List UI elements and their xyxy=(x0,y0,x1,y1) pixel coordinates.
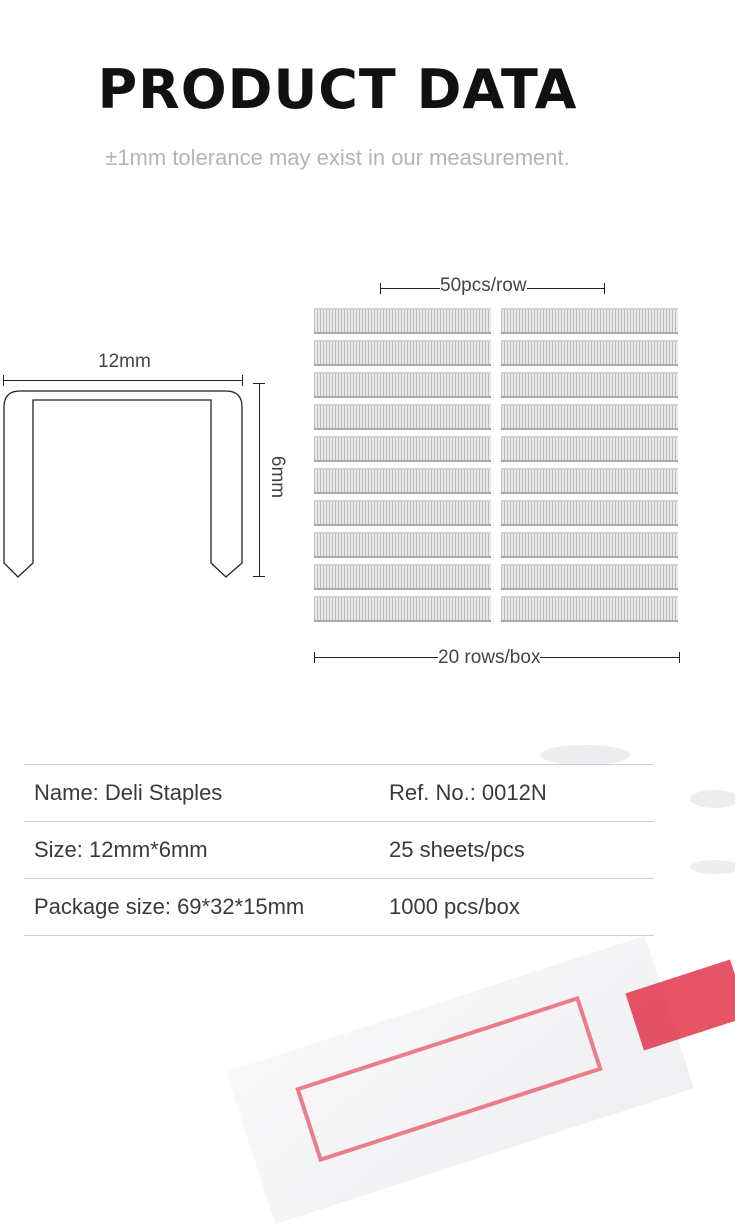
staple-strip xyxy=(314,404,491,430)
per-row-label: 50pcs/row xyxy=(440,275,527,297)
background-smudge xyxy=(540,745,630,765)
spec-row: Size: 12mm*6mm 25 sheets/pcs xyxy=(24,821,654,878)
staple-strip xyxy=(501,404,678,430)
staple-strip xyxy=(314,468,491,494)
staple-strip xyxy=(501,436,678,462)
spec-pcs-per-box: 1000 pcs/box xyxy=(389,894,520,919)
staple-strip xyxy=(501,500,678,526)
spec-size: Size: 12mm*6mm xyxy=(34,837,208,862)
per-row-tick-right xyxy=(604,283,605,294)
staple-strip xyxy=(501,596,678,622)
staple-strip xyxy=(314,500,491,526)
staple-strip xyxy=(314,340,491,366)
spec-row: Name: Deli Staples Ref. No.: 0012N xyxy=(24,764,654,821)
spec-sheets: 25 sheets/pcs xyxy=(389,837,525,862)
staple-strip xyxy=(501,564,678,590)
spec-package-size: Package size: 69*32*15mm xyxy=(34,894,305,919)
background-smudge xyxy=(690,790,735,808)
staple-strip xyxy=(501,340,678,366)
spec-ref-no: Ref. No.: 0012N xyxy=(389,780,547,805)
width-tick-left xyxy=(3,375,4,386)
height-tick-bottom xyxy=(253,576,265,577)
staple-outline-icon xyxy=(3,390,243,578)
staple-strip xyxy=(501,532,678,558)
width-label: 12mm xyxy=(98,351,151,373)
staple-strip-grid xyxy=(314,308,678,622)
spec-name: Name: Deli Staples xyxy=(34,780,223,805)
width-tick-right xyxy=(242,375,243,386)
staple-strip xyxy=(314,564,491,590)
staple-strip xyxy=(501,308,678,334)
per-row-tick-left xyxy=(380,283,381,294)
width-dimension-line xyxy=(3,380,242,381)
staple-strip xyxy=(501,468,678,494)
staple-strip xyxy=(501,372,678,398)
page-title: PRODUCT DATA xyxy=(97,58,578,121)
spec-table: Name: Deli Staples Ref. No.: 0012N Size:… xyxy=(24,764,654,936)
height-dimension-line xyxy=(259,383,260,576)
height-tick-top xyxy=(253,383,265,384)
background-smudge xyxy=(690,860,735,874)
spec-row: Package size: 69*32*15mm 1000 pcs/box xyxy=(24,878,654,936)
staple-strip xyxy=(314,532,491,558)
staple-strip xyxy=(314,436,491,462)
rows-tick-right xyxy=(679,652,680,663)
height-label: 6mm xyxy=(267,455,289,499)
tolerance-note: ±1mm tolerance may exist in our measurem… xyxy=(105,145,570,170)
staple-strip xyxy=(314,308,491,334)
staple-strip xyxy=(314,596,491,622)
rows-label: 20 rows/box xyxy=(438,647,541,669)
rows-tick-left xyxy=(314,652,315,663)
staple-strip xyxy=(314,372,491,398)
